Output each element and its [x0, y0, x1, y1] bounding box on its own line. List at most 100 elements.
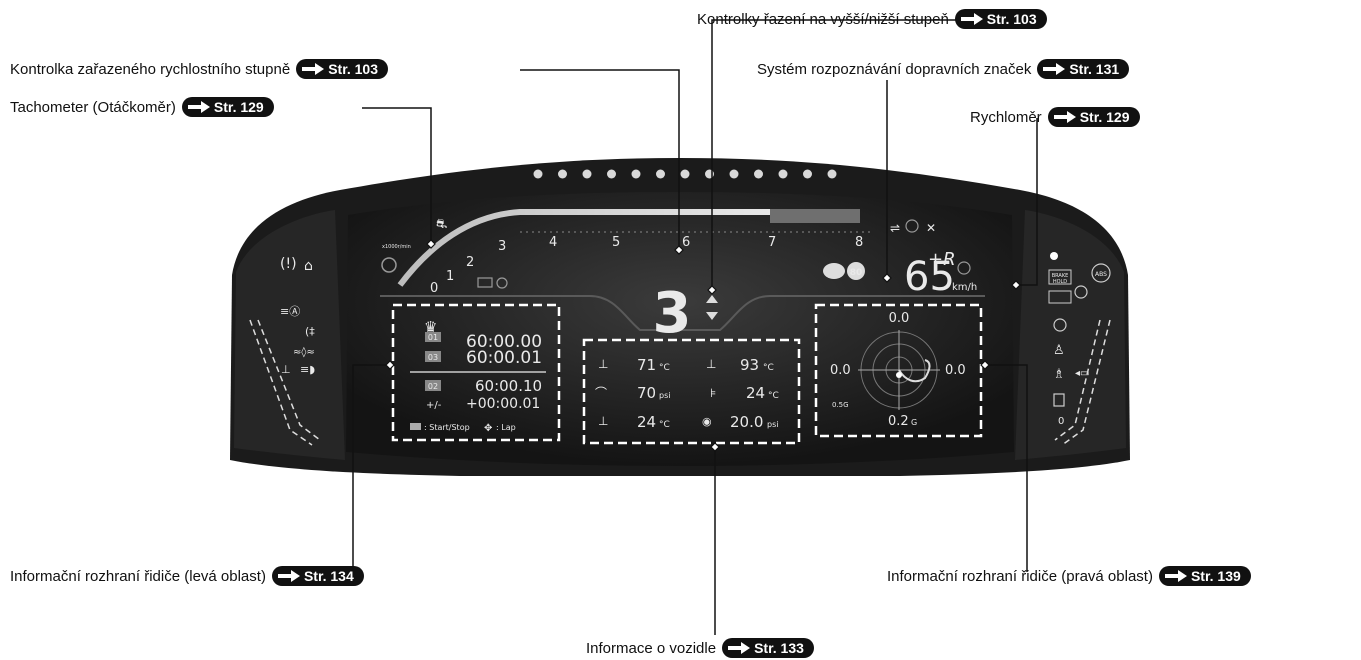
callout-label: Kontrolky řazení na vyšší/nižší stupeň — [697, 10, 949, 28]
callout-shift-indicators: Kontrolky řazení na vyšší/nižší stupeň S… — [697, 9, 1047, 29]
intake-value: 24 — [746, 384, 765, 402]
callout-label: Informace o vozidle — [586, 639, 717, 657]
tacho-tick-0: 0 — [430, 281, 438, 296]
right-edge-lines-2 — [1061, 319, 1111, 446]
shift-dot — [607, 169, 616, 179]
page-reference-link[interactable]: Str. 129 — [1047, 107, 1140, 127]
g-bottom: 0.2 — [888, 414, 909, 429]
tacho-tick-1: 1 — [446, 269, 454, 284]
callout-label: Informační rozhraní řidiče (levá oblast) — [10, 567, 266, 585]
trans-value: 24 — [637, 413, 656, 431]
shift-dot — [754, 169, 763, 179]
dii-left-frame — [391, 303, 561, 442]
hood-icon: ⇌ — [890, 221, 900, 235]
callout-label: Tachometer (Otáčkoměr) — [10, 98, 176, 116]
callout-dii-left: Informační rozhraní řidiče (levá oblast)… — [10, 566, 364, 586]
page-reference-link[interactable]: Str. 129 — [181, 97, 274, 117]
hint-lap: : Lap — [496, 423, 516, 432]
tachometer-redline — [770, 209, 860, 223]
arrow-right-icon — [1043, 63, 1066, 75]
g-top: 0.0 — [889, 311, 910, 326]
speed-value: 65 — [904, 254, 955, 300]
headlight-icon: ≡◗ — [300, 363, 315, 376]
battery-icon — [477, 277, 493, 288]
brake-hold-line2: HOLD — [1053, 279, 1067, 285]
boost-unit: psi — [767, 420, 778, 429]
g-point — [896, 372, 902, 378]
tacho-tick-4: 4 — [549, 235, 557, 250]
callout-tachometer: Tachometer (Otáčkoměr) Str. 129 — [10, 97, 274, 117]
boost-value: 20.0 — [730, 413, 763, 431]
brake-warning-icon — [905, 219, 919, 233]
page-reference-link[interactable]: Str. 131 — [1037, 59, 1130, 79]
lap2-time: 60:00.01 — [466, 348, 542, 368]
fuel-icon — [1053, 393, 1065, 407]
position-lamp-icon: ≈◊≈ — [293, 346, 315, 358]
power-steering-icon — [1074, 285, 1088, 299]
brake-system-icon — [1053, 318, 1067, 332]
auto-stop-icon — [381, 257, 397, 273]
fuel-gauge-zero: 0 — [1058, 416, 1064, 427]
crown-icon: ♛ — [424, 318, 437, 336]
lead-dii-right-end — [980, 360, 990, 370]
callout-label: Rychloměr — [970, 108, 1042, 126]
page-reference: Str. 139 — [1190, 568, 1241, 584]
slip-icon: ⛐ — [436, 217, 447, 232]
page-reference-link[interactable]: Str. 133 — [722, 638, 814, 658]
shift-dot — [729, 169, 739, 179]
lap2-badge-bg — [425, 351, 441, 362]
oil-pressure-icon: ⌒ — [595, 386, 607, 400]
page-reference-link[interactable]: Str. 103 — [954, 9, 1047, 29]
speed-unit: km/h — [952, 282, 977, 293]
lap1-badge-bg — [425, 332, 441, 342]
shift-dot — [582, 169, 592, 179]
shift-dot — [803, 169, 812, 179]
speed-limit-sign — [847, 262, 865, 280]
auto-high-beam-icon: ≡Ⓐ — [280, 305, 300, 318]
start-stop-button-icon — [410, 423, 421, 430]
tacho-tick-8: 8 — [855, 235, 863, 250]
shift-dot — [631, 169, 641, 179]
page-reference-link[interactable]: Str. 139 — [1158, 566, 1251, 586]
page-reference-link[interactable]: Str. 134 — [271, 566, 364, 586]
left-edge-lines-2 — [249, 319, 313, 446]
tachometer-arc — [397, 209, 860, 287]
trans-icon: ⊥ — [598, 414, 608, 428]
page-reference: Str. 134 — [303, 568, 354, 584]
lead-dii-left — [352, 364, 390, 575]
callout-traffic-signs: Systém rozpoznávání dopravních značek St… — [757, 59, 1130, 79]
shift-dot — [778, 169, 788, 179]
lap1-time: 60:00.00 — [466, 332, 542, 352]
arrow-right-icon — [277, 570, 300, 582]
arrow-right-icon — [1053, 111, 1076, 123]
g-left: 0.0 — [830, 363, 851, 378]
coolant-left-icon: ⊥ — [281, 363, 291, 376]
lead-shift-end — [707, 285, 717, 295]
lap3-time: 60:00.10 — [475, 377, 542, 395]
tachometer-scale: x1000r/min 0 1 2 3 4 5 6 7 8 — [382, 235, 863, 296]
page-reference: Str. 103 — [328, 61, 379, 77]
page-reference: Str. 131 — [1069, 61, 1120, 77]
tacho-tick-2: 2 — [466, 255, 474, 270]
page-reference: Str. 129 — [1079, 109, 1130, 125]
dii-right-frame — [814, 303, 983, 438]
shift-dot — [558, 169, 567, 179]
callout-vehicle-info: Informace o vozidle Str. 133 — [586, 638, 814, 658]
shift-dot — [827, 169, 837, 179]
shift-dot — [656, 169, 665, 179]
oil-temp-icon: ⊥ — [706, 357, 716, 371]
door-open-icon: ◂▭ — [1075, 368, 1089, 379]
lead-shift — [711, 19, 959, 290]
seatbelt-rear-icon: ✕ — [926, 221, 936, 235]
lead-tacho — [362, 107, 432, 244]
intake-icon: ⊧ — [710, 386, 716, 400]
g-trace — [898, 359, 931, 383]
callout-label: Systém rozpoznávání dopravních značek — [757, 60, 1032, 78]
lead-dii-left-end — [385, 360, 395, 370]
arrow-right-icon — [187, 101, 210, 113]
tacho-tick-6: 6 — [682, 235, 690, 250]
page-reference-link[interactable]: Str. 103 — [296, 59, 389, 79]
tacho-tick-3: 3 — [498, 239, 506, 254]
callout-label: Informační rozhraní řidiče (pravá oblast… — [887, 567, 1153, 585]
